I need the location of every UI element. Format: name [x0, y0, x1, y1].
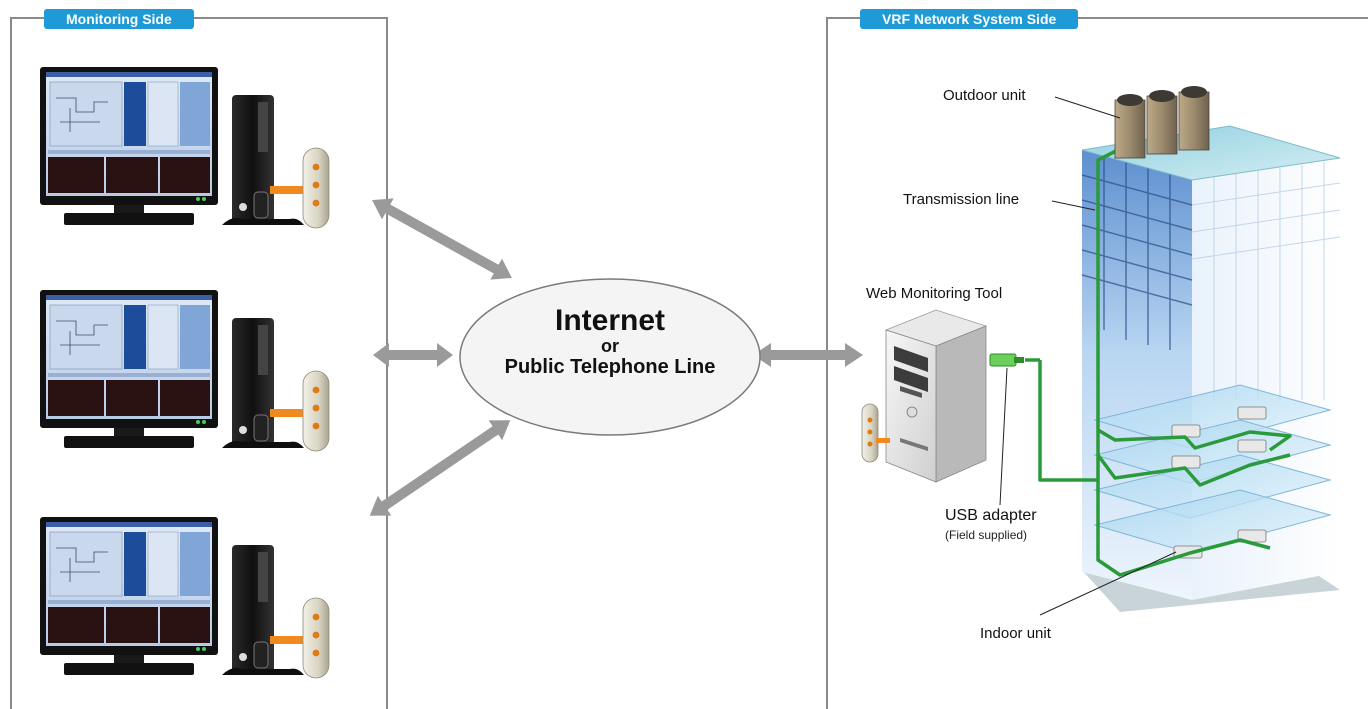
public-telephone-label: Public Telephone Line: [504, 356, 716, 378]
connection-arrows: [369, 198, 863, 516]
modem-icon: [302, 147, 330, 229]
field-supplied-label: (Field supplied): [945, 528, 1028, 542]
modem-icon: [861, 403, 890, 463]
outdoor-unit-label: Outdoor unit: [943, 87, 1026, 104]
tower-icon: [222, 545, 304, 675]
monitoring-side-title: Monitoring Side: [44, 9, 194, 29]
or-label: or: [601, 336, 619, 356]
desktop-computer-icon: [40, 67, 218, 225]
monitoring-pc-1: [40, 67, 330, 229]
vrf-side-title: VRF Network System Side: [860, 9, 1079, 29]
vrf-side-panel: [826, 17, 1368, 709]
web-monitoring-tool-label: Web Monitoring Tool: [866, 285, 1003, 302]
server-tower-icon: [884, 309, 988, 483]
monitoring-pc-2: [40, 290, 330, 452]
transmission-line: [1025, 148, 1292, 577]
double-arrow-icon: [369, 420, 511, 516]
tower-icon: [222, 318, 304, 448]
modem-icon: [302, 597, 330, 679]
internet-label-group: Internet or Public Telephone Line: [460, 305, 760, 379]
double-arrow-icon: [372, 198, 512, 280]
desktop-computer-icon: [40, 290, 218, 448]
indoor-unit-icon: [1171, 406, 1267, 559]
modem-icon: [302, 370, 330, 452]
cable: [270, 409, 310, 417]
internet-label: Internet: [554, 304, 665, 337]
leader-lines: [999, 96, 1177, 616]
internet-ellipse: [459, 278, 761, 436]
usb-adapter-icon: [989, 353, 1024, 367]
double-arrow-icon: [753, 343, 863, 367]
building-icon: [1025, 125, 1341, 612]
usb-adapter-label: USB adapter: [945, 507, 1037, 524]
monitoring-pc-3: [40, 517, 330, 679]
double-arrow-icon: [373, 343, 453, 367]
outdoor-unit-icon: [1114, 86, 1210, 159]
desktop-computer-icon: [40, 517, 218, 675]
transmission-line-label: Transmission line: [903, 191, 1020, 208]
cable: [270, 186, 310, 194]
tower-icon: [222, 95, 304, 225]
indoor-unit-label: Indoor unit: [980, 625, 1051, 642]
cable: [270, 636, 310, 644]
